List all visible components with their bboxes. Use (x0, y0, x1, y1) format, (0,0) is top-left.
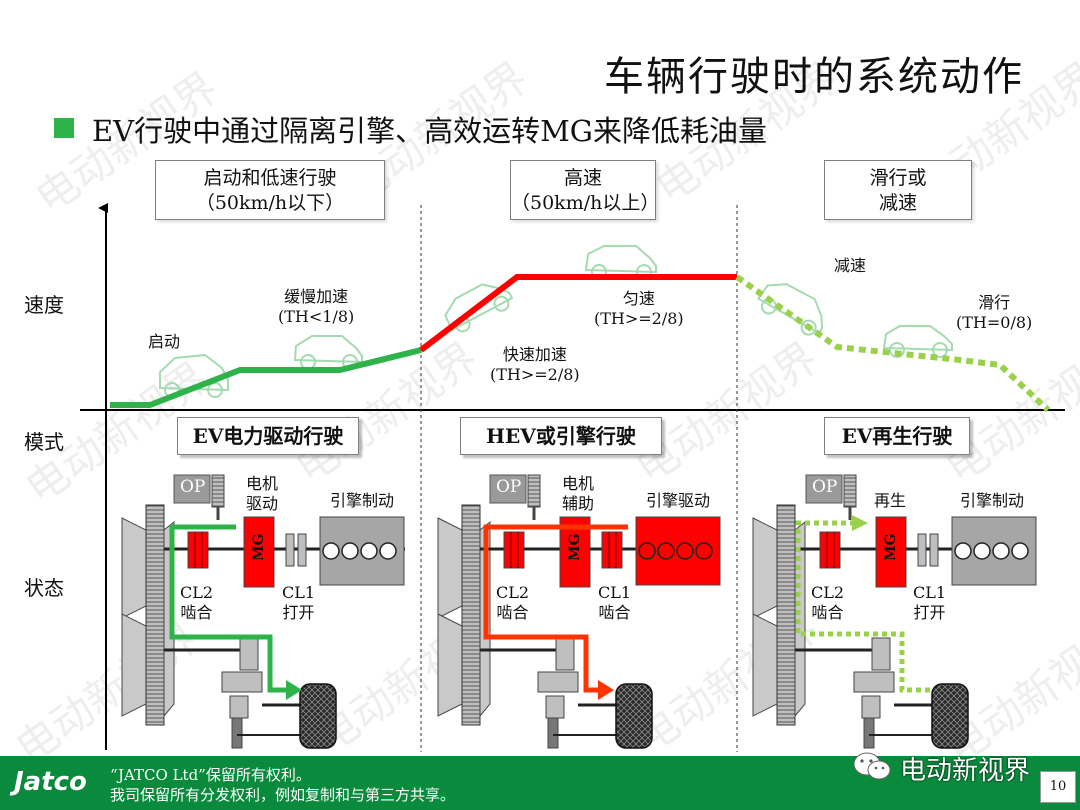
footer-bar (0, 756, 1080, 810)
curve-label-cruise: 匀速 (TH>=2/8) (594, 289, 684, 329)
label-text: 驱动 (246, 494, 279, 513)
wechat-account-name: 电动新视界 (900, 756, 1031, 786)
mode-box-hev: HEV或引擎行驶 (460, 417, 662, 455)
engine-role-label: 引擎制动 (330, 491, 395, 510)
curve-label-slow-accel: 缓慢加速 (TH<1/8) (278, 287, 354, 327)
cl2-label: CL2 啮合 (180, 583, 213, 623)
label-text: 缓慢加速 (284, 287, 349, 306)
mode-box-regen: EV再生行驶 (824, 417, 970, 455)
speed-curve-ev (110, 347, 422, 408)
cl1-label: CL1 打开 (282, 583, 315, 623)
slide-title: 车辆行驶时的系统动作 (604, 54, 1024, 100)
cl2-label: CL2 啮合 (811, 583, 844, 623)
label-text: 滑行 (978, 293, 1011, 312)
phase-box-coast-decel: 滑行或 减速 (824, 160, 972, 220)
mg-label: MG (883, 533, 899, 561)
cl1-label: CL1 啮合 (598, 583, 631, 623)
row-label-speed: 速度 (24, 293, 64, 317)
powertrain-hev (437, 474, 721, 749)
row-label-state: 状态 (24, 576, 64, 600)
label-text: 打开 (282, 603, 315, 622)
car-outline-icon (756, 283, 824, 336)
label-text: CL2 (180, 583, 214, 602)
engine-role-label: 引擎制动 (960, 491, 1025, 510)
curve-label-start: 启动 (148, 332, 181, 351)
cl2-label: CL2 啮合 (496, 583, 529, 623)
op-label: OP (180, 477, 206, 497)
engine-role-label: 引擎驱动 (646, 491, 711, 510)
car-outline-icon (882, 325, 953, 358)
mg-role-label: 电机 驱动 (246, 474, 278, 514)
row-label-mode: 模式 (24, 430, 64, 454)
label-text: 电机 (562, 474, 595, 493)
mode-box-ev: EV电力驱动行驶 (177, 417, 359, 455)
wechat-icon (853, 752, 891, 780)
label-text: (TH=0/8) (956, 313, 1033, 332)
page-number: 10 (1040, 771, 1076, 803)
mg-label: MG (567, 533, 583, 561)
label-text: (TH>=2/8) (490, 365, 580, 384)
speed-curve-hev (419, 274, 737, 353)
label-text: 电机 (246, 474, 279, 493)
label-text: 辅助 (562, 494, 595, 513)
label-text: CL1 (913, 583, 947, 602)
op-label: OP (496, 477, 522, 497)
jatco-logo: Jatco (14, 767, 87, 797)
phase-line: 减速 (878, 192, 917, 214)
speed-curve-regen (735, 274, 1051, 413)
bullet-square-icon (54, 118, 74, 138)
label-text: (TH<1/8) (278, 307, 355, 326)
tire-icon (931, 683, 969, 749)
label-text: 啮合 (496, 603, 529, 622)
cl1-label: CL1 打开 (913, 583, 946, 623)
label-text: (TH>=2/8) (594, 309, 684, 328)
curve-label-fast-accel: 快速加速 (TH>=2/8) (490, 345, 580, 385)
phase-line: 启动和低速行驶 (203, 167, 337, 189)
mg-role-label: 电机 辅助 (562, 474, 594, 514)
label-text: CL1 (282, 583, 316, 602)
phase-line: 高速 (563, 167, 602, 189)
label-text: 啮合 (180, 603, 213, 622)
system-diagram (80, 203, 1065, 752)
label-text: 打开 (913, 603, 946, 622)
phase-box-low-speed: 启动和低速行驶 （50km/h以下） (155, 160, 385, 220)
bullet-text: EV行驶中通过隔离引擎、高效运转MG来降低耗油量 (92, 114, 767, 148)
tire-icon (299, 683, 337, 749)
op-label: OP (812, 477, 838, 497)
mg-role-label: 再生 (874, 491, 907, 510)
label-text: CL1 (598, 583, 632, 602)
powertrain-ev (121, 474, 405, 749)
copyright-notice: “JATCO Ltd”保留所有权利。 我司保留所有分发权利，例如复制和与第三方共… (110, 765, 455, 805)
copyright-line: “JATCO Ltd”保留所有权利。 (110, 766, 311, 784)
label-text: 啮合 (598, 603, 631, 622)
tire-icon (615, 683, 653, 749)
phase-box-high-speed: 高速 （50km/h以上） (510, 160, 660, 220)
label-text: 啮合 (811, 603, 844, 622)
phase-line: （50km/h以上） (511, 192, 660, 214)
curve-label-coast: 滑行 (TH=0/8) (956, 293, 1032, 333)
label-text: 快速加速 (502, 345, 567, 364)
powertrain-regen (752, 474, 1037, 749)
curve-label-decel: 减速 (834, 256, 867, 275)
copyright-line: 我司保留所有分发权利，例如复制和与第三方共享。 (110, 786, 456, 804)
label-text: CL2 (496, 583, 530, 602)
phase-line: 滑行或 (869, 167, 927, 189)
label-text: CL2 (811, 583, 845, 602)
label-text: 匀速 (622, 289, 655, 308)
mg-label: MG (251, 533, 267, 561)
phase-line: （50km/h以下） (195, 192, 345, 214)
